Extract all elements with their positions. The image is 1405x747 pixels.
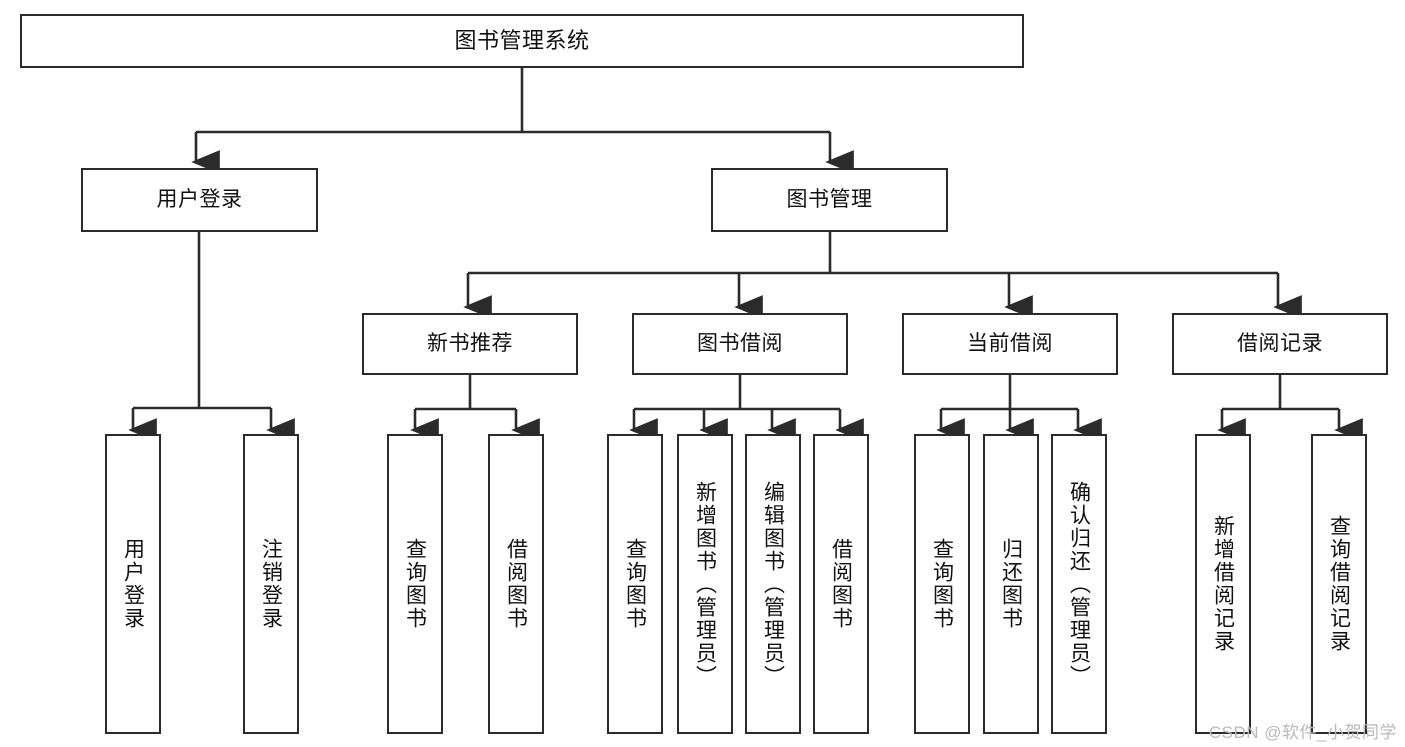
leaf-query-book-2[interactable]: 查询图书 (607, 434, 663, 734)
leaf-return-book[interactable]: 归还图书 (983, 434, 1039, 734)
leaf-confirm-return-label: 确认归还（管理员） (1067, 480, 1091, 688)
leaf-query-book-2-label: 查询图书 (623, 538, 647, 630)
node-root-label: 图书管理系统 (454, 28, 590, 54)
leaf-add-book[interactable]: 新增图书（管理员） (677, 434, 733, 734)
node-new-book-rec-label: 新书推荐 (427, 331, 513, 355)
leaf-add-record[interactable]: 新增借阅记录 (1195, 434, 1251, 734)
leaf-user-login[interactable]: 用户登录 (105, 434, 161, 734)
node-book-manage[interactable]: 图书管理 (711, 168, 948, 232)
node-borrow-record[interactable]: 借阅记录 (1172, 313, 1388, 375)
node-book-borrow-label: 图书借阅 (697, 331, 783, 355)
leaf-add-book-label: 新增图书（管理员） (693, 480, 717, 688)
leaf-edit-book[interactable]: 编辑图书（管理员） (745, 434, 801, 734)
leaf-edit-book-label: 编辑图书（管理员） (761, 480, 785, 688)
leaf-query-book-3-label: 查询图书 (930, 538, 954, 630)
leaf-borrow-book-2[interactable]: 借阅图书 (813, 434, 869, 734)
leaf-query-book-1[interactable]: 查询图书 (387, 434, 443, 734)
leaf-query-record-label: 查询借阅记录 (1327, 515, 1351, 653)
node-borrow-record-label: 借阅记录 (1237, 331, 1323, 355)
leaf-confirm-return[interactable]: 确认归还（管理员） (1051, 434, 1107, 734)
leaf-user-logout[interactable]: 注销登录 (243, 434, 299, 734)
leaf-user-login-label: 用户登录 (121, 538, 145, 630)
leaf-add-record-label: 新增借阅记录 (1211, 515, 1235, 653)
leaf-query-book-1-label: 查询图书 (403, 538, 427, 630)
node-root[interactable]: 图书管理系统 (20, 14, 1024, 68)
leaf-user-logout-label: 注销登录 (259, 538, 283, 630)
node-current-borrow-label: 当前借阅 (967, 331, 1053, 355)
node-book-borrow[interactable]: 图书借阅 (632, 313, 848, 375)
leaf-borrow-book-1[interactable]: 借阅图书 (488, 434, 544, 734)
leaf-return-book-label: 归还图书 (999, 538, 1023, 630)
node-new-book-rec[interactable]: 新书推荐 (362, 313, 578, 375)
node-book-manage-label: 图书管理 (786, 187, 873, 211)
node-user-login[interactable]: 用户登录 (81, 168, 318, 232)
leaf-borrow-book-1-label: 借阅图书 (504, 538, 528, 630)
csdn-watermark: CSDN @软件_小贺同学 (1208, 723, 1397, 742)
leaf-borrow-book-2-label: 借阅图书 (829, 538, 853, 630)
node-current-borrow[interactable]: 当前借阅 (902, 313, 1118, 375)
leaf-query-record[interactable]: 查询借阅记录 (1311, 434, 1367, 734)
leaf-query-book-3[interactable]: 查询图书 (914, 434, 970, 734)
node-user-login-label: 用户登录 (156, 187, 243, 211)
